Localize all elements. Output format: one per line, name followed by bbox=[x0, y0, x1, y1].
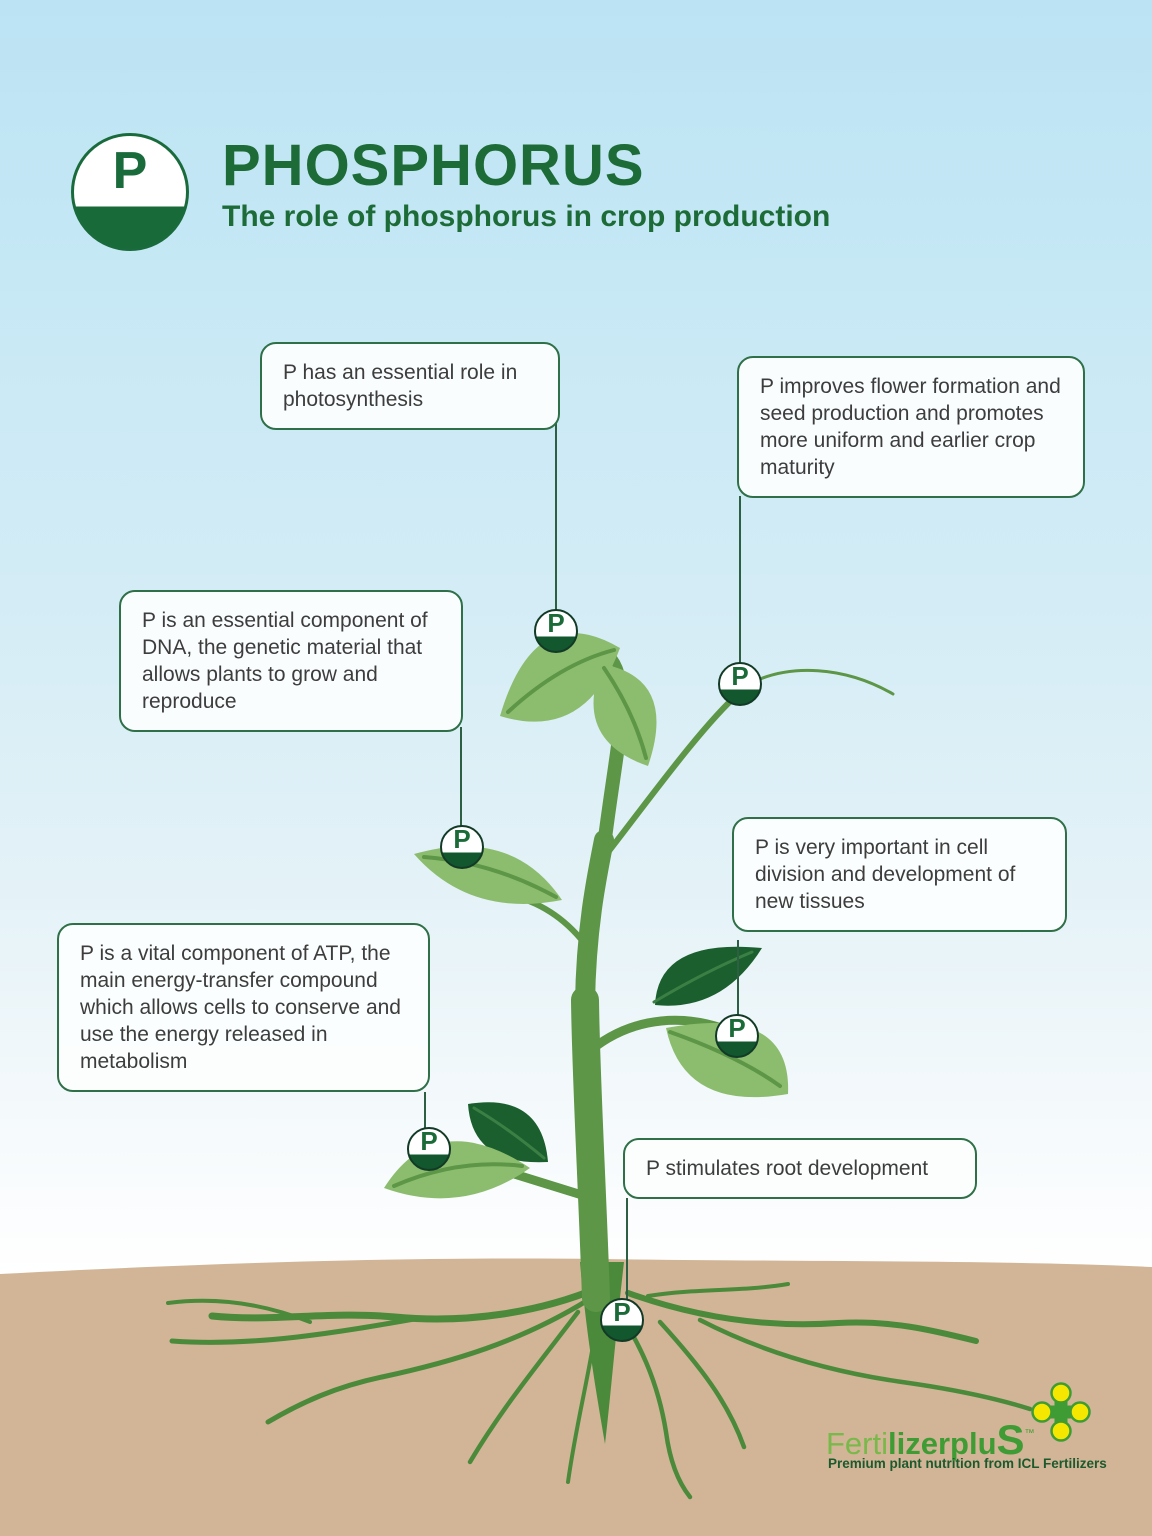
marker-letter: P bbox=[613, 1297, 631, 1327]
marker-letter: P bbox=[731, 661, 749, 691]
page-title: PHOSPHORUS bbox=[222, 133, 645, 198]
connector-photosynthesis bbox=[555, 423, 557, 631]
callout-atp-text: P is a vital component of ATP, the main … bbox=[80, 942, 401, 1073]
phosphorus-logo-letter: P bbox=[112, 142, 148, 200]
brand-wordmark-s: S bbox=[996, 1416, 1025, 1463]
callout-flower-seed: P improves flower formation and seed pro… bbox=[737, 356, 1085, 498]
callout-photosynthesis: P has an essential role in photosynthesi… bbox=[260, 342, 560, 430]
brand-wordmark-bold: lizerplu bbox=[888, 1426, 997, 1461]
phosphorus-marker-dna: P bbox=[440, 824, 484, 869]
marker-letter: P bbox=[547, 608, 565, 638]
callout-dna: P is an essential component of DNA, the … bbox=[119, 590, 463, 732]
connector-cell-division bbox=[737, 940, 739, 1036]
callout-root-development-text: P stimulates root development bbox=[646, 1157, 929, 1180]
marker-letter: P bbox=[420, 1126, 438, 1156]
marker-letter: P bbox=[453, 824, 471, 854]
callout-dna-text: P is an essential component of DNA, the … bbox=[142, 609, 428, 713]
soil bbox=[0, 1258, 1152, 1536]
phosphorus-logo: P bbox=[71, 133, 189, 251]
brand-flower-icon bbox=[1031, 1382, 1091, 1442]
connector-dna bbox=[460, 727, 462, 847]
phosphorus-marker-photosynthesis: P bbox=[534, 608, 578, 653]
phosphorus-marker-cell-division: P bbox=[715, 1013, 759, 1058]
callout-cell-division: P is very important in cell division and… bbox=[732, 817, 1067, 932]
phosphorus-marker-atp: P bbox=[407, 1126, 451, 1171]
light-leaf-midribs bbox=[392, 648, 782, 1188]
phosphorus-marker-flower-seed: P bbox=[718, 661, 762, 706]
brand-tagline: Premium plant nutrition from ICL Fertili… bbox=[828, 1456, 1107, 1471]
phosphorus-marker-root-development: P bbox=[600, 1297, 644, 1342]
roots bbox=[166, 1282, 1033, 1500]
trademark-symbol: ™ bbox=[1024, 1428, 1035, 1439]
dark-leaf-midribs bbox=[472, 950, 754, 1160]
callout-root-development: P stimulates root development bbox=[623, 1138, 977, 1199]
callout-flower-seed-text: P improves flower formation and seed pro… bbox=[760, 375, 1061, 479]
page-subtitle: The role of phosphorus in crop productio… bbox=[222, 200, 831, 233]
marker-letter: P bbox=[728, 1013, 746, 1043]
callout-atp: P is a vital component of ATP, the main … bbox=[57, 923, 430, 1092]
brand-wordmark: FertilizerpluS™ bbox=[826, 1416, 1035, 1464]
connector-flower-seed bbox=[739, 496, 741, 684]
brand-wordmark-light: Ferti bbox=[826, 1426, 888, 1461]
callout-photosynthesis-text: P has an essential role in photosynthesi… bbox=[283, 361, 518, 411]
connector-atp bbox=[424, 1092, 426, 1149]
connector-root-development bbox=[626, 1198, 628, 1320]
callout-cell-division-text: P is very important in cell division and… bbox=[755, 836, 1016, 913]
